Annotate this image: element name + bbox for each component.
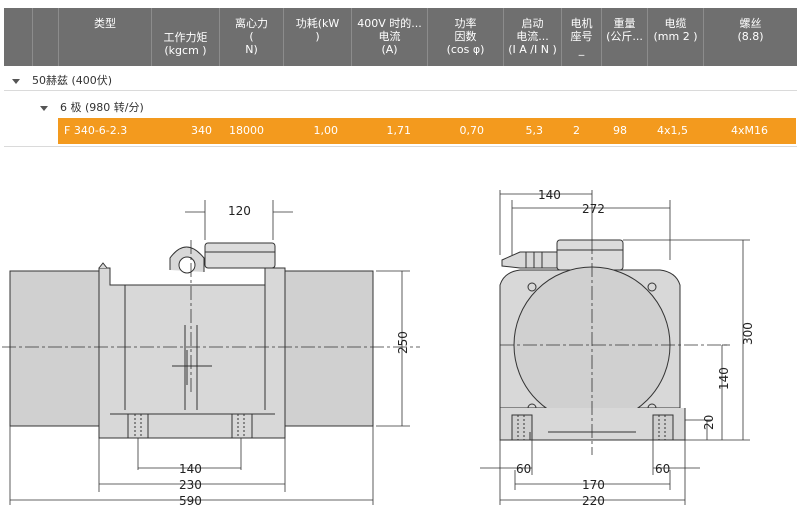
dim-220: 220 xyxy=(582,494,605,508)
group-row-6pole[interactable]: 6 极 (980 转/分) xyxy=(40,99,144,115)
cell-torque: 340 xyxy=(191,124,212,137)
header-power[interactable]: 功耗(kW ) xyxy=(283,8,351,66)
end-view xyxy=(499,239,730,455)
dim-250: 250 xyxy=(396,331,410,354)
chevron-down-icon[interactable] xyxy=(12,78,20,84)
header-weight[interactable]: 重量 (公斤... xyxy=(601,8,647,66)
group-row-50hz[interactable]: 50赫兹 (400伏) xyxy=(12,72,112,88)
dim-300: 300 xyxy=(741,322,755,345)
dim-140: 140 xyxy=(179,462,202,476)
cell-frame: 2 xyxy=(573,124,580,137)
cell-type: F 340-6-2.3 xyxy=(64,124,128,137)
dim-140-vertical: 140 xyxy=(717,367,731,390)
dim-120: 120 xyxy=(228,204,251,218)
cell-bolt: 4xM16 xyxy=(731,124,768,137)
cell-cosphi: 0,70 xyxy=(459,124,485,137)
side-view-dimensions xyxy=(9,200,410,505)
dim-272: 272 xyxy=(582,202,605,216)
header-type[interactable]: 类型 xyxy=(58,8,151,66)
header-current[interactable]: 400V 时的... 电流 (A) xyxy=(351,8,427,66)
dim-590: 590 xyxy=(179,494,202,508)
table-header: 类型 工作力矩 (kgcm ) 离心力 ( N) 功耗(kW ) 400V 时的… xyxy=(4,8,797,66)
dim-60-left: 60 xyxy=(516,462,531,476)
cell-power: 1,00 xyxy=(313,124,339,137)
dimension-labels: 120 250 140 230 590 140 272 300 140 20 6… xyxy=(179,188,755,508)
header-cable[interactable]: 电缆 (mm 2 ) xyxy=(647,8,703,66)
cell-current: 1,71 xyxy=(386,124,412,137)
dim-60-right: 60 xyxy=(655,462,670,476)
dimension-drawing: 120 250 140 230 590 140 272 300 140 20 6… xyxy=(2,188,755,508)
header-frame[interactable]: 电机 座号 _ xyxy=(561,8,601,66)
header-cosphi[interactable]: 功率 因数 (cos φ) xyxy=(427,8,503,66)
divider xyxy=(4,90,797,91)
dim-170: 170 xyxy=(582,478,605,492)
side-view xyxy=(2,240,420,439)
table-row[interactable]: F 340-6-2.3 340 18000 1,00 1,71 0,70 5,3… xyxy=(58,118,796,144)
cell-start-current: 5,3 xyxy=(525,124,544,137)
dim-230: 230 xyxy=(179,478,202,492)
header-blank-2 xyxy=(32,8,58,66)
cell-force: 18000 xyxy=(229,124,264,137)
divider xyxy=(4,146,797,147)
cell-cable: 4x1,5 xyxy=(656,124,688,137)
cell-weight: 98 xyxy=(613,124,627,137)
end-view-dimensions xyxy=(480,190,750,505)
header-start-current[interactable]: 启动 电流... (I A /I N ) xyxy=(503,8,561,66)
dim-20: 20 xyxy=(702,415,716,430)
dim-140-top: 140 xyxy=(538,188,561,202)
header-torque[interactable]: 工作力矩 (kgcm ) xyxy=(151,8,219,66)
chevron-down-icon[interactable] xyxy=(40,105,48,111)
header-blank xyxy=(4,8,32,66)
header-force[interactable]: 离心力 ( N) xyxy=(219,8,283,66)
header-bolt[interactable]: 螺丝 (8.8) xyxy=(703,8,797,66)
